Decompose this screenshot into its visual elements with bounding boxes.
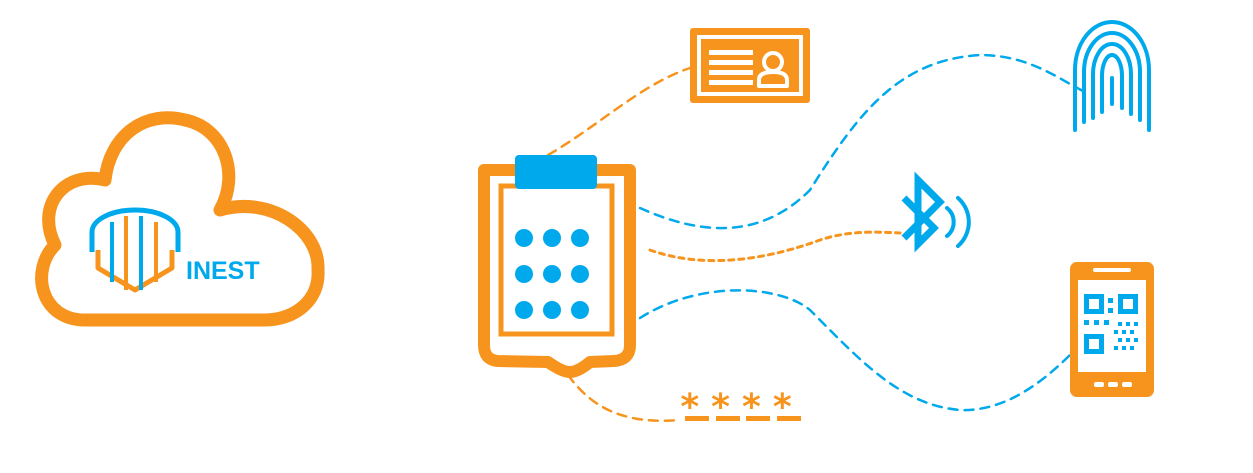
connector-phone — [638, 289, 1077, 412]
reader-keypad — [515, 229, 589, 319]
access-control-reader-icon — [478, 155, 636, 378]
password-mask-text: **** — [680, 387, 803, 428]
connector-password — [566, 373, 682, 422]
smartphone-qr-icon — [1070, 262, 1154, 397]
fingerprint-icon — [1073, 20, 1151, 132]
inest-logo-icon — [89, 207, 181, 293]
connector-fingerprint — [638, 53, 1087, 230]
bluetooth-icon — [901, 171, 971, 253]
cloud-icon: INEST — [35, 111, 325, 327]
connector-card — [546, 66, 692, 157]
connector-bluetooth — [648, 230, 902, 263]
id-card-icon — [690, 28, 810, 103]
connectors — [546, 53, 1087, 422]
password-icon: **** — [680, 387, 803, 428]
cloud-brand-text: INEST — [186, 257, 260, 285]
qr-code-icon — [1084, 294, 1138, 354]
